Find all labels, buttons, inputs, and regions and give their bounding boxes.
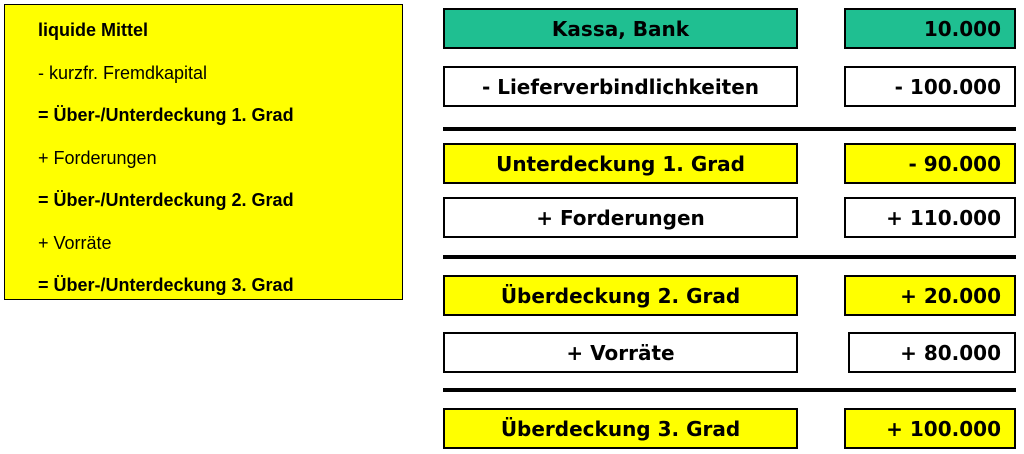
row-coverage-2-label: Überdeckung 2. Grad <box>443 275 798 316</box>
row-coverage-3-label: Überdeckung 3. Grad <box>443 408 798 449</box>
row-receivables-value: + 110.000 <box>844 197 1016 238</box>
legend-line-coverage-2: = Über-/Unterdeckung 2. Grad <box>38 190 294 210</box>
row-receivables-label: + Forderungen <box>443 197 798 238</box>
legend-line-receivables: + Forderungen <box>38 148 157 168</box>
legend-line-liquid-assets: liquide Mittel <box>38 20 148 40</box>
row-coverage-2-value: + 20.000 <box>844 275 1016 316</box>
legend-line-short-term-liabilities: - kurzfr. Fremdkapital <box>38 63 208 83</box>
legend-line-inventory: + Vorräte <box>38 233 112 253</box>
row-cash-bank-label: Kassa, Bank <box>443 8 798 49</box>
row-coverage-1-label: Unterdeckung 1. Grad <box>443 143 798 184</box>
separator-rule-2 <box>443 255 1016 259</box>
row-cash-bank-value: 10.000 <box>844 8 1016 49</box>
separator-rule-3 <box>443 388 1016 392</box>
legend-line-coverage-1: = Über-/Unterdeckung 1. Grad <box>38 105 294 125</box>
row-coverage-1-value: - 90.000 <box>844 143 1016 184</box>
row-supplier-liabilities-value: - 100.000 <box>844 66 1016 107</box>
row-inventory-label: + Vorräte <box>443 332 798 373</box>
legend-line-coverage-3: = Über-/Unterdeckung 3. Grad <box>38 275 294 295</box>
row-supplier-liabilities-label: - Lieferverbindlichkeiten <box>443 66 798 107</box>
row-coverage-3-value: + 100.000 <box>844 408 1016 449</box>
separator-rule-1 <box>443 127 1016 131</box>
row-inventory-value: + 80.000 <box>848 332 1016 373</box>
legend-box: liquide Mittel - kurzfr. Fremdkapital = … <box>4 4 403 300</box>
